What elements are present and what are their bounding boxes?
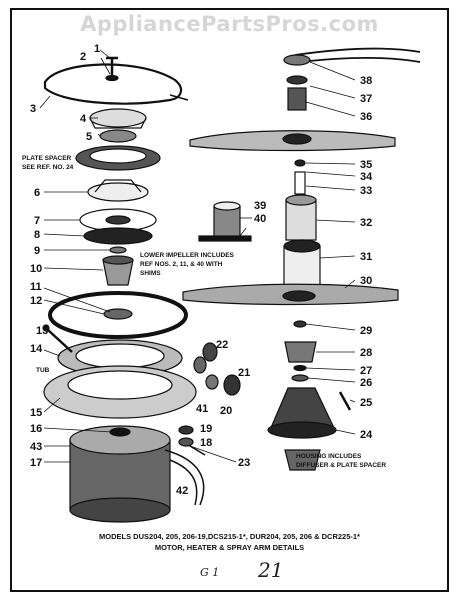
callout-40: 40 [254, 213, 266, 225]
callout-21: 21 [238, 367, 250, 379]
spray-cylinder [283, 245, 321, 287]
callout-19: 19 [200, 423, 212, 435]
callout-30: 30 [360, 275, 372, 287]
note-impeller-1: LOWER IMPELLER INCLUDES [140, 252, 235, 259]
handwritten-mark: 21 [258, 558, 284, 582]
callout-6: 6 [34, 187, 40, 199]
callout-4: 4 [80, 113, 87, 125]
callout-36: 36 [360, 111, 372, 123]
note-plate-spacer-2: SEE REF. NO. 24 [22, 164, 74, 171]
callout-27: 27 [360, 365, 372, 377]
callout-20: 20 [220, 405, 232, 417]
callout-1: 1 [94, 43, 100, 55]
callout-15: 15 [30, 407, 42, 419]
callout-32: 32 [360, 217, 372, 229]
callout-43: 43 [30, 441, 42, 453]
seal-ring [48, 291, 188, 339]
callout-17: 17 [30, 457, 42, 469]
callout-35: 35 [360, 159, 372, 171]
callout-42: 42 [176, 485, 188, 497]
callout-22: 22 [216, 339, 228, 351]
bushing [213, 205, 241, 239]
gasket-part [83, 227, 153, 245]
callout-23: 23 [238, 457, 250, 469]
callout-16: 16 [30, 423, 42, 435]
bolt [106, 56, 118, 75]
handwritten-page: G 1 [200, 566, 220, 579]
callout-33: 33 [360, 185, 372, 197]
callout-labels: 1 2 3 4 5 6 7 8 9 10 11 12 13 14 15 16 4… [30, 43, 373, 497]
callout-13: 13 [36, 325, 48, 337]
callout-10: 10 [30, 263, 42, 275]
cap-part [89, 108, 147, 128]
note-tub: TUB [36, 367, 50, 374]
callout-7: 7 [34, 215, 40, 227]
callout-18: 18 [200, 437, 212, 449]
callout-38: 38 [360, 75, 372, 87]
callout-9: 9 [34, 245, 40, 257]
water-tube [294, 47, 421, 63]
callout-34: 34 [360, 171, 373, 183]
callout-28: 28 [360, 347, 372, 359]
note-plate-spacer-1: PLATE SPACER [22, 155, 72, 162]
caption-models: MODELS DUS204, 205, 206-19,DCS215-1*, DU… [99, 532, 360, 541]
callout-25: 25 [360, 397, 372, 409]
callout-11: 11 [30, 281, 42, 293]
callout-14: 14 [30, 343, 43, 355]
callout-39: 39 [254, 200, 266, 212]
callout-8: 8 [34, 229, 40, 241]
callout-29: 29 [360, 325, 372, 337]
note-housing-1: HOUSING INCLUDES [296, 453, 362, 460]
callout-2: 2 [80, 51, 86, 63]
caption-title: MOTOR, HEATER & SPRAY ARM DETAILS [154, 543, 305, 552]
callout-41: 41 [196, 403, 208, 415]
callout-5: 5 [86, 131, 92, 143]
callout-31: 31 [360, 251, 372, 263]
note-housing-2: DIFFUSER & PLATE SPACER [296, 462, 386, 469]
hub-part [87, 182, 149, 202]
spray-tube [285, 199, 317, 241]
callout-37: 37 [360, 93, 372, 105]
callout-24: 24 [360, 429, 373, 441]
callout-3: 3 [30, 103, 36, 115]
watermark-text: AppliancePartsPros.com [80, 12, 379, 36]
note-impeller-2: REF NOS. 2, 11, & 40 WITH [140, 261, 223, 268]
note-impeller-3: SHIMS [140, 270, 161, 277]
callout-26: 26 [360, 377, 372, 389]
callout-12: 12 [30, 295, 42, 307]
wire-harness [43, 63, 183, 105]
gear-part [99, 129, 137, 143]
diagram-frame [10, 8, 449, 592]
